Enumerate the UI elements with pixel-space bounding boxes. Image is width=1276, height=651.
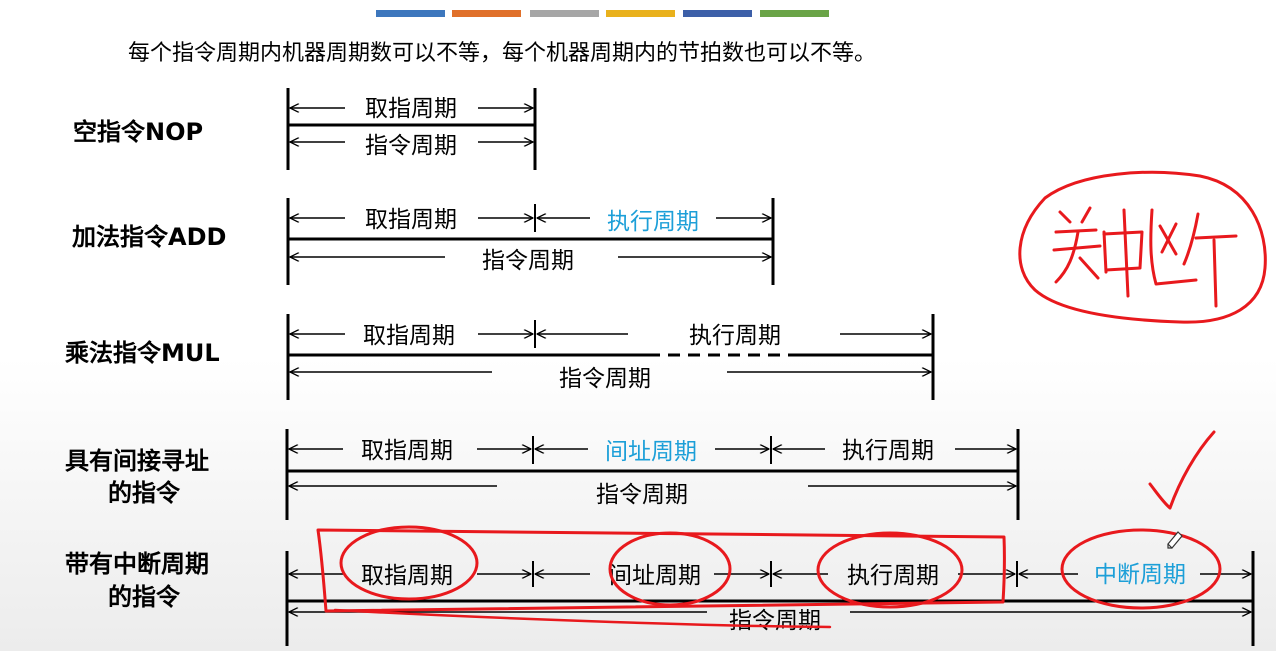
- annotation-ellipse: [608, 531, 732, 607]
- annotation-ellipse: [1060, 528, 1222, 610]
- row-label-line-1: 带有中断周期: [65, 550, 209, 578]
- header-bar-1: [376, 10, 445, 17]
- row-label-line-1: 具有间接寻址: [65, 447, 209, 475]
- row-nop: 空指令NOP 取指周期 指令周期: [73, 88, 537, 170]
- annotation-handwriting: [1052, 206, 1238, 308]
- red-annotations: [316, 170, 1267, 629]
- header-bar-2: [452, 10, 521, 17]
- handwriting-stroke: [1078, 256, 1100, 280]
- segment-label: 取指周期: [365, 96, 457, 122]
- handwriting-stroke: [1058, 210, 1072, 224]
- handwriting-stroke: [1054, 230, 1080, 284]
- segment-label: 取指周期: [361, 438, 453, 464]
- total-label: 指令周期: [365, 133, 457, 159]
- annotation-loop: [1018, 170, 1267, 324]
- segment-label: 取指周期: [361, 563, 453, 589]
- total-label: 指令周期: [729, 608, 821, 634]
- annotation-checkmark: [1148, 430, 1216, 510]
- slide-subtitle: 每个指令周期内机器周期数可以不等，每个机器周期内的节拍数也可以不等。: [128, 41, 876, 66]
- handwriting-stroke: [1080, 206, 1092, 224]
- total-label: 指令周期: [559, 366, 651, 392]
- row-mul: 乘法指令MUL 取指周期 执行周期 指令周期: [64, 314, 935, 400]
- header-bar-5: [683, 10, 752, 17]
- header-color-bars: [376, 10, 829, 17]
- total-label: 指令周期: [596, 482, 688, 508]
- header-bar-3: [530, 10, 599, 17]
- handwriting-stroke: [1102, 230, 1108, 274]
- handwriting-stroke: [1160, 222, 1178, 254]
- header-bar-4: [606, 10, 675, 17]
- segment-label-highlight: 间址周期: [605, 439, 697, 465]
- row-add: 加法指令ADD 取指周期 执行周期 指令周期: [72, 198, 775, 285]
- segment-label: 执行周期: [847, 563, 939, 589]
- segment-label: 间址周期: [609, 563, 701, 589]
- row-label: 空指令NOP: [73, 118, 203, 146]
- segment-label: 执行周期: [842, 438, 934, 464]
- handwriting-stroke: [1194, 234, 1238, 240]
- row-label: 加法指令ADD: [72, 223, 226, 251]
- segment-label-highlight: 中断周期: [1094, 562, 1186, 588]
- handwriting-stroke: [1054, 228, 1098, 234]
- segment-label: 取指周期: [363, 323, 455, 349]
- segment-label: 执行周期: [689, 323, 781, 349]
- row-label-line-2: 的指令: [108, 479, 181, 507]
- annotation-underline: [333, 608, 832, 629]
- segment-label: 取指周期: [365, 207, 457, 233]
- row-label-line-2: 的指令: [108, 583, 181, 611]
- header-bar-6: [760, 10, 829, 17]
- total-label: 指令周期: [482, 248, 574, 274]
- annotation-ellipse: [339, 525, 479, 601]
- row-indirect: 具有间接寻址 的指令 取指周期 间址周期 执行周期 指令周期: [65, 429, 1020, 520]
- row-label: 乘法指令MUL: [64, 339, 220, 367]
- handwriting-stroke: [1149, 208, 1198, 286]
- handwriting-stroke: [1212, 238, 1218, 308]
- handwriting-stroke: [1052, 244, 1102, 252]
- pen-cursor-icon: [1167, 531, 1183, 549]
- annotation-ellipse: [816, 531, 964, 609]
- handwriting-stroke: [1122, 208, 1130, 298]
- row-interrupt: 带有中断周期 的指令 取指周期 间址周期 执行周期 中断周期 指令周期: [65, 550, 1255, 646]
- handwriting-stroke: [1102, 230, 1144, 272]
- segment-label-highlight: 执行周期: [607, 209, 699, 235]
- handwriting-stroke: [1182, 212, 1200, 266]
